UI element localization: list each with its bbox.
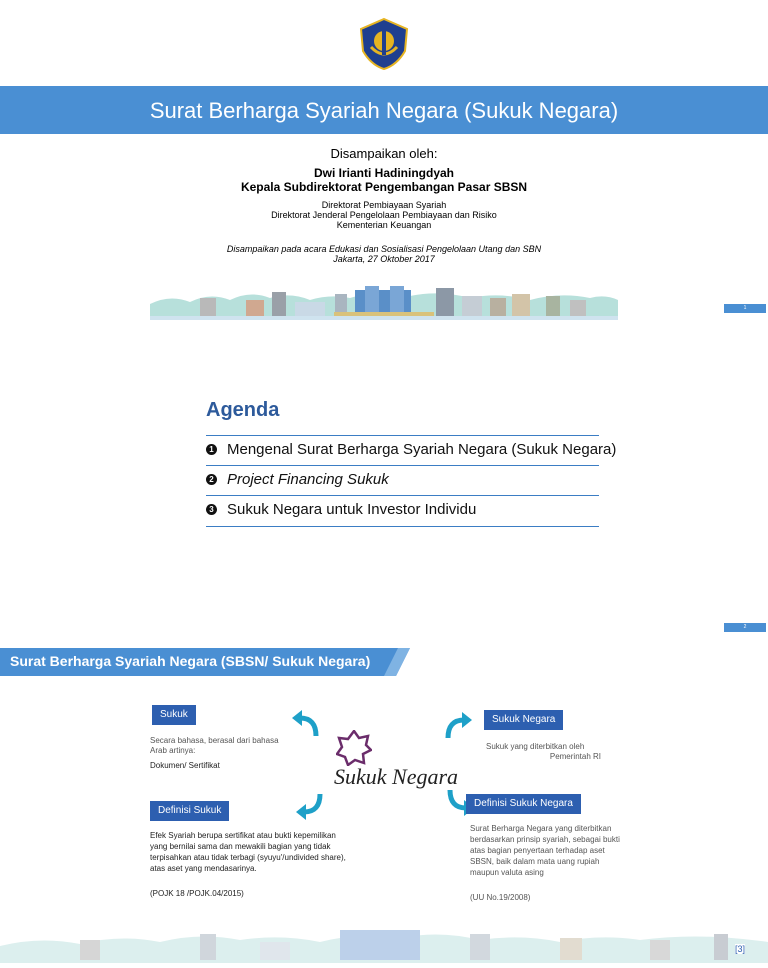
- title-bar: [0, 86, 768, 134]
- number-bullet-icon: 1: [206, 444, 217, 455]
- definisi-sukuk-negara-line: atas bagian penyertaan terhadap aset: [470, 846, 605, 855]
- agenda-item-text: Project Financing Sukuk: [227, 471, 389, 488]
- definisi-sukuk-negara-source: (UU No.19/2008): [470, 893, 531, 902]
- sukuk-negara-desc: Sukuk yang diterbitkan oleh: [486, 742, 585, 751]
- city-skyline-illustration: [150, 284, 618, 320]
- sukuk-meaning: Dokumen/ Sertifikat: [150, 761, 220, 770]
- star-ornament-icon: [335, 728, 374, 767]
- presented-by-label: Disampaikan oleh:: [330, 146, 438, 161]
- center-title: Sukuk Negara: [334, 764, 459, 789]
- ministry-logo: [357, 17, 411, 71]
- org-line: Direktorat Jenderal Pengelolaan Pembiaya…: [271, 210, 497, 220]
- definisi-sukuk-negara-label: Definisi Sukuk Negara: [466, 794, 581, 814]
- agenda-item-text: Sukuk Negara untuk Investor Individu: [227, 501, 477, 518]
- curved-arrow-icon: [444, 712, 474, 740]
- definisi-sukuk-label: Definisi Sukuk: [150, 801, 230, 821]
- event-text: Disampaikan pada acara Edukasi dan Sosia…: [226, 244, 542, 254]
- sukuk-negara-label: Sukuk Negara: [484, 710, 564, 730]
- curved-arrow-icon: [290, 710, 320, 738]
- definisi-sukuk-negara-line: maupun valuta asing: [470, 868, 544, 877]
- curved-arrow-icon: [294, 792, 324, 820]
- definisi-sukuk-source: (POJK 18 /POJK.04/2015): [150, 889, 244, 898]
- section-header-title: Surat Berharga Syariah Negara (SBSN/ Suk…: [10, 653, 371, 669]
- definisi-sukuk-negara-line: Surat Berharga Negara yang diterbitkan: [470, 824, 612, 833]
- org-line: Kementerian Keuangan: [336, 220, 432, 230]
- page-number-tab: 1: [724, 304, 766, 313]
- presenter-name: Dwi Irianti Hadiningdyah: [313, 166, 454, 180]
- definisi-sukuk-line: atas aset yang mendasarinya.: [150, 864, 257, 873]
- sukuk-desc: Secara bahasa, berasal dari bahasa: [150, 736, 279, 745]
- event-date: Jakarta, 27 Oktober 2017: [333, 254, 435, 264]
- city-skyline-illustration: [0, 926, 768, 963]
- definisi-sukuk-line: Efek Syariah berupa sertifikat atau bukt…: [150, 831, 336, 840]
- presenter-title: Kepala Subdirektorat Pengembangan Pasar …: [240, 180, 528, 194]
- page-number-tab: 2: [724, 623, 766, 632]
- sukuk-negara-desc: Pemerintah RI: [549, 752, 601, 761]
- agenda-item: 2 Project Financing Sukuk: [206, 465, 599, 496]
- number-bullet-icon: 3: [206, 504, 217, 515]
- slide-title: Surat Berharga Syariah Negara (Sukuk Neg…: [149, 98, 619, 123]
- org-line: Direktorat Pembiayaan Syariah: [321, 200, 447, 210]
- agenda-title: Agenda: [206, 399, 280, 421]
- number-bullet-icon: 2: [206, 474, 217, 485]
- section-header-bar: [0, 648, 410, 676]
- definisi-sukuk-line: terpisahkan atau tidak terbagi (syuyu'/u…: [150, 853, 346, 862]
- definisi-sukuk-line: yang bernilai sama dan mewakili bagian y…: [150, 842, 331, 851]
- page-number: [3]: [735, 944, 746, 954]
- sukuk-desc: Arab artinya:: [150, 746, 196, 755]
- definisi-sukuk-negara-line: SBSN, baik dalam mata uang rupiah: [470, 857, 600, 866]
- agenda-item-text: Mengenal Surat Berharga Syariah Negara (…: [227, 441, 617, 458]
- agenda-item: 1 Mengenal Surat Berharga Syariah Negara…: [206, 435, 616, 466]
- definisi-sukuk-negara-line: berdasarkan prinsip syariah, sebagai buk…: [470, 835, 620, 844]
- sukuk-label: Sukuk: [152, 705, 196, 725]
- agenda-item: 3 Sukuk Negara untuk Investor Individu: [206, 495, 599, 527]
